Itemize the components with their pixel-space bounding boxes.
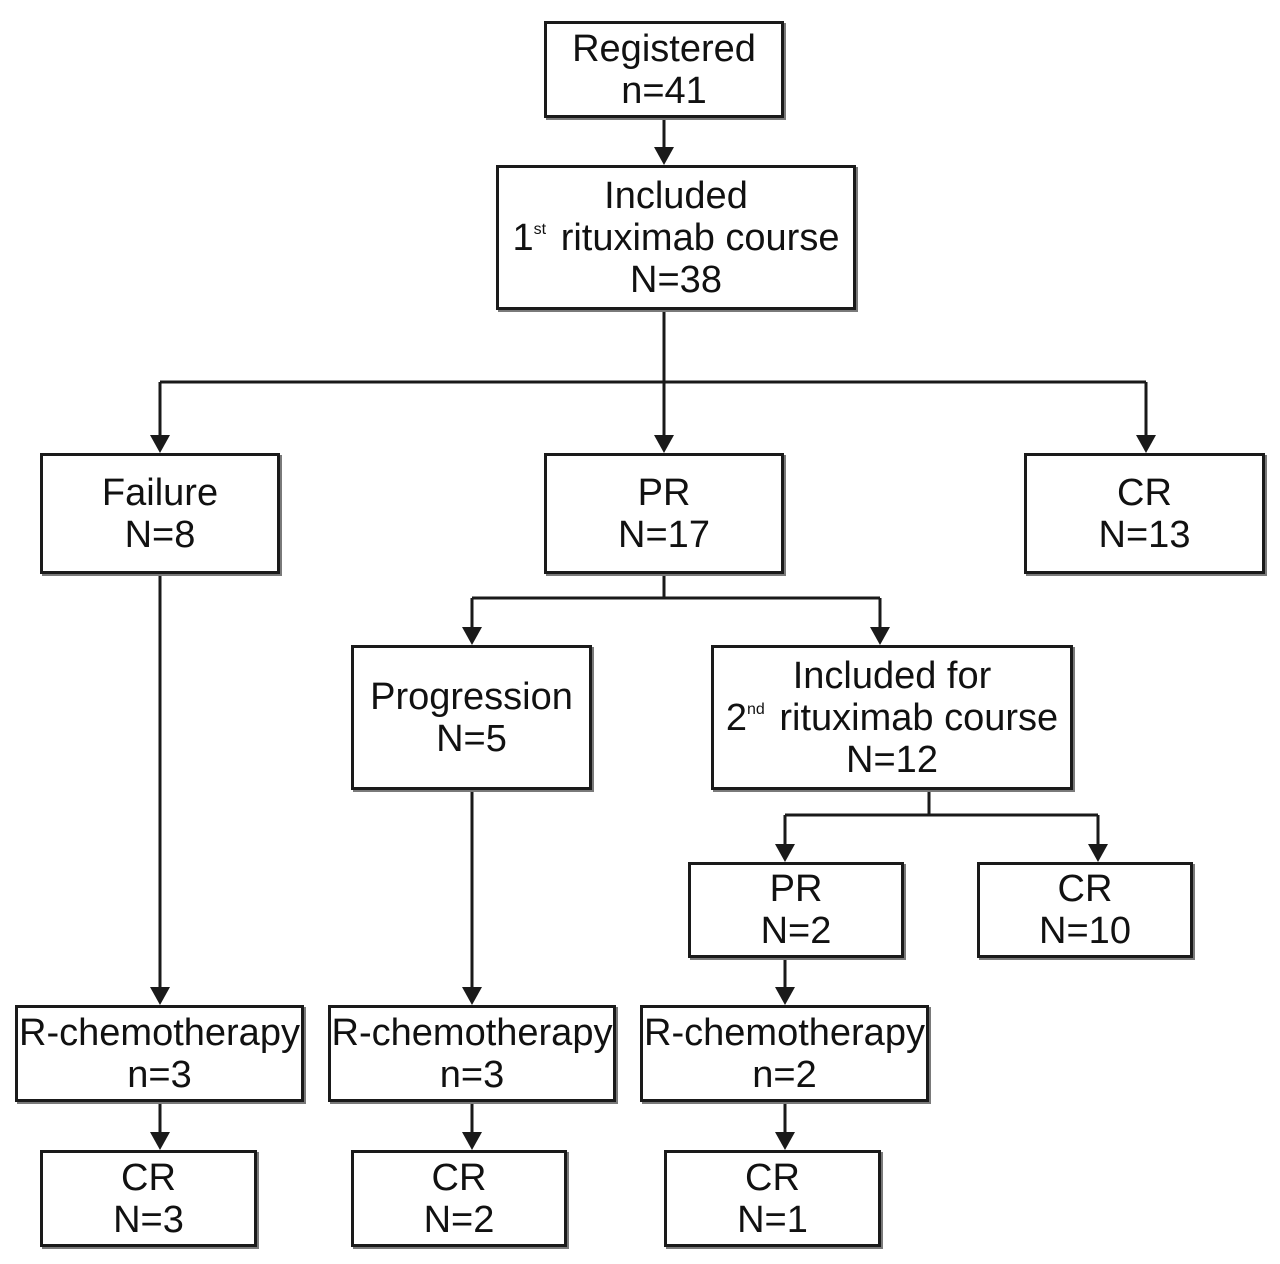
r-chemotherapy-progression-box: R-chemotherapy n=3 (328, 1005, 616, 1102)
pr-second-label: PR (769, 868, 823, 910)
failure-count: N=8 (124, 513, 196, 556)
failure-box: Failure N=8 (40, 453, 280, 574)
included-second-count: N=12 (846, 738, 938, 781)
registered-count: n=41 (621, 69, 707, 112)
arrowhead (1088, 844, 1108, 862)
cr-second-count: N=10 (1039, 910, 1131, 952)
first-course-label: 1st rituximab course (512, 216, 840, 259)
cr-first-label: CR (1117, 471, 1172, 514)
cr-after-progression-box: CR N=2 (351, 1150, 567, 1247)
arrowhead (775, 1132, 795, 1150)
cr-after-pr-box: CR N=1 (664, 1150, 881, 1247)
arrowhead (150, 987, 170, 1005)
pr-first-count: N=17 (618, 513, 710, 556)
included-first-label: Included (604, 174, 748, 217)
r-chemotherapy-pr-label: R-chemotherapy (644, 1011, 925, 1054)
arrowhead (775, 844, 795, 862)
arrowhead (1136, 435, 1156, 453)
cr-after-failure-box: CR N=3 (40, 1150, 257, 1247)
pr-first-label: PR (637, 471, 691, 514)
included-first-count: N=38 (630, 258, 722, 301)
r-chemotherapy-pr-count: n=2 (752, 1053, 817, 1096)
registered-label: Registered (572, 27, 756, 70)
pr-first-box: PR N=17 (544, 453, 784, 574)
arrowhead (462, 1132, 482, 1150)
included-second-course-box: Included for 2nd rituximab course N=12 (711, 645, 1073, 790)
included-second-label: Included for (792, 654, 992, 697)
arrowhead (462, 987, 482, 1005)
r-chemotherapy-pr-box: R-chemotherapy n=2 (640, 1005, 929, 1102)
pr-second-box: PR N=2 (688, 862, 904, 958)
cr-after-pr-count: N=1 (737, 1198, 808, 1241)
cr-first-box: CR N=13 (1024, 453, 1265, 574)
r-chemotherapy-failure-label: R-chemotherapy (19, 1011, 300, 1054)
cr-after-failure-count: N=3 (113, 1198, 184, 1241)
registered-box: Registered n=41 (544, 21, 784, 118)
arrowhead (870, 627, 890, 645)
second-course-label: 2nd rituximab course (725, 696, 1059, 739)
arrowhead (654, 435, 674, 453)
arrowhead (654, 147, 674, 165)
cr-second-label: CR (1057, 868, 1113, 910)
failure-label: Failure (101, 471, 219, 514)
cr-first-count: N=13 (1098, 513, 1191, 556)
r-chemotherapy-failure-count: n=3 (127, 1053, 192, 1096)
included-first-course-box: Included 1st rituximab course N=38 (496, 165, 856, 310)
arrowhead (150, 435, 170, 453)
progression-count: N=5 (436, 717, 507, 760)
progression-box: Progression N=5 (351, 645, 592, 790)
progression-label: Progression (370, 675, 573, 718)
r-chemotherapy-progression-count: n=3 (439, 1053, 505, 1096)
cr-after-progression-label: CR (431, 1156, 487, 1199)
arrowhead (462, 627, 482, 645)
arrowhead (775, 987, 795, 1005)
r-chemotherapy-failure-box: R-chemotherapy n=3 (15, 1005, 304, 1102)
cr-after-failure-label: CR (121, 1156, 176, 1199)
cr-second-box: CR N=10 (977, 862, 1193, 958)
cr-after-pr-label: CR (745, 1156, 800, 1199)
pr-second-count: N=2 (760, 910, 832, 952)
cr-after-progression-count: N=2 (423, 1198, 495, 1241)
r-chemotherapy-progression-label: R-chemotherapy (331, 1011, 613, 1054)
arrowhead (150, 1132, 170, 1150)
